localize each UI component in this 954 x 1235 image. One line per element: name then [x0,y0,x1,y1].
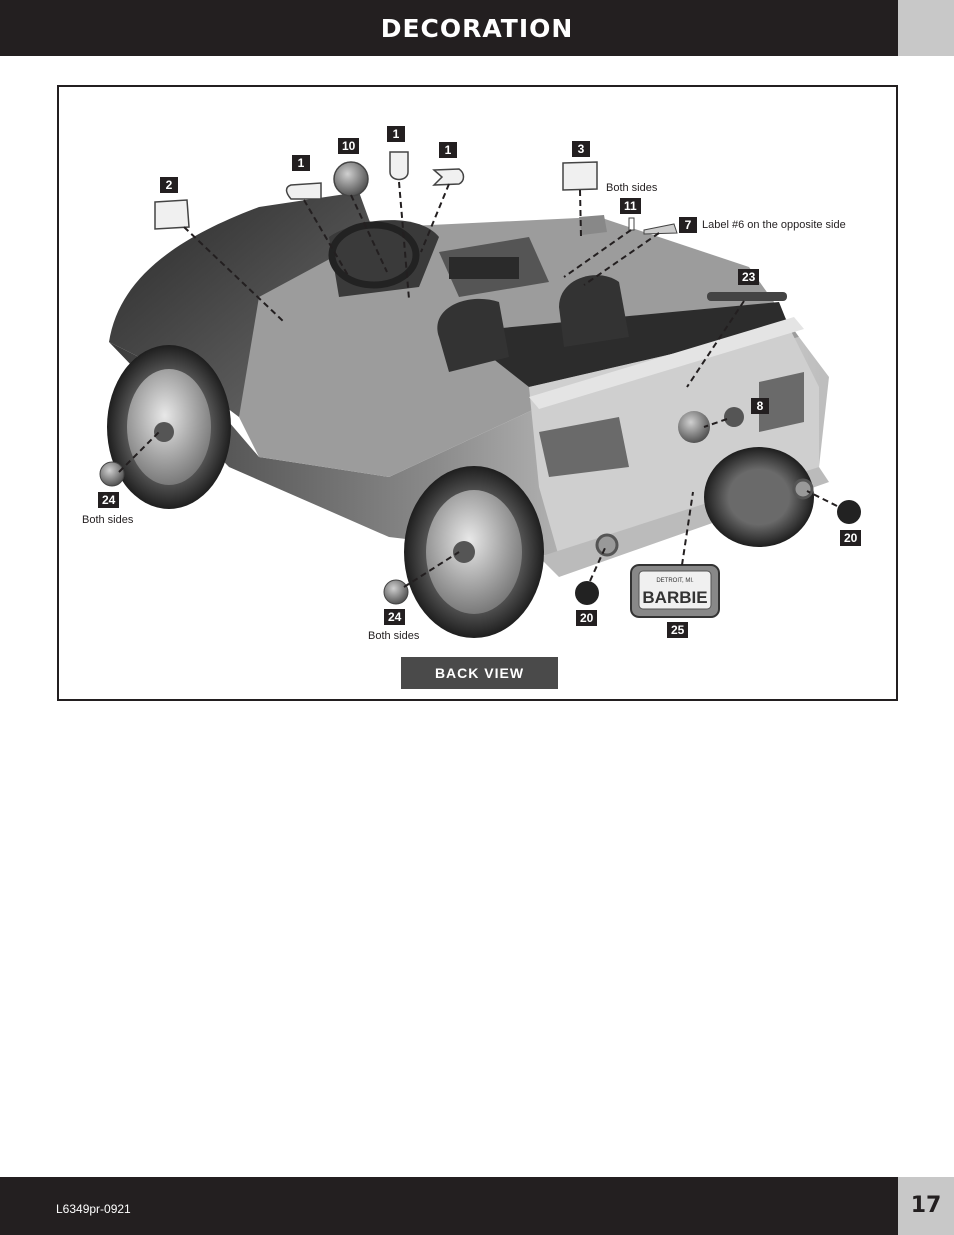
interior [328,215,629,372]
view-label: BACK VIEW [401,657,558,689]
callout-11: 11 [620,198,641,214]
callout-1-right: 1 [439,142,457,158]
wheel-rear-right [704,447,814,547]
callout-25: 25 [667,622,689,638]
callout-3: 3 [572,141,590,157]
plate-name-text: BARBIE [642,588,707,607]
note-label-6: Label #6 on the opposite side [702,219,846,231]
wheel-front-right [404,466,544,638]
callout-24-center: 24 [384,609,406,625]
document-code: L6349pr-0921 [56,1202,131,1216]
callout-2: 2 [160,177,178,193]
footer-bar [0,1177,898,1235]
footer-tab [898,1177,954,1235]
car-back-view-illustration: DETROIT, MI. BARBIE [99,151,861,638]
header-tab [898,0,954,56]
sticker-shapes [99,151,861,605]
callout-20-right: 20 [840,530,862,546]
header-bar [0,0,898,56]
callout-1-center: 1 [387,126,405,142]
callout-23: 23 [738,269,760,285]
note-both-sides-3: Both sides [606,182,658,194]
callout-1-left: 1 [292,155,310,171]
callout-8: 8 [751,398,769,414]
note-both-sides-24-center: Both sides [368,630,420,642]
page-title: DECORATION [380,14,574,43]
callout-24-left: 24 [98,492,120,508]
callout-7: 7 [679,217,697,233]
callout-20-center: 20 [576,610,598,626]
callout-10: 10 [338,138,360,154]
page-number: 17 [910,1193,942,1218]
diagram-frame: DETROIT, MI. BARBIE 1 10 1 1 2 3 11 7 23… [57,85,898,701]
note-both-sides-24-left: Both sides [82,514,134,526]
plate-top-text: DETROIT, MI. [656,578,694,584]
license-plate: DETROIT, MI. BARBIE [630,564,720,618]
wheel-left [107,345,231,509]
leader-lines [118,181,838,588]
